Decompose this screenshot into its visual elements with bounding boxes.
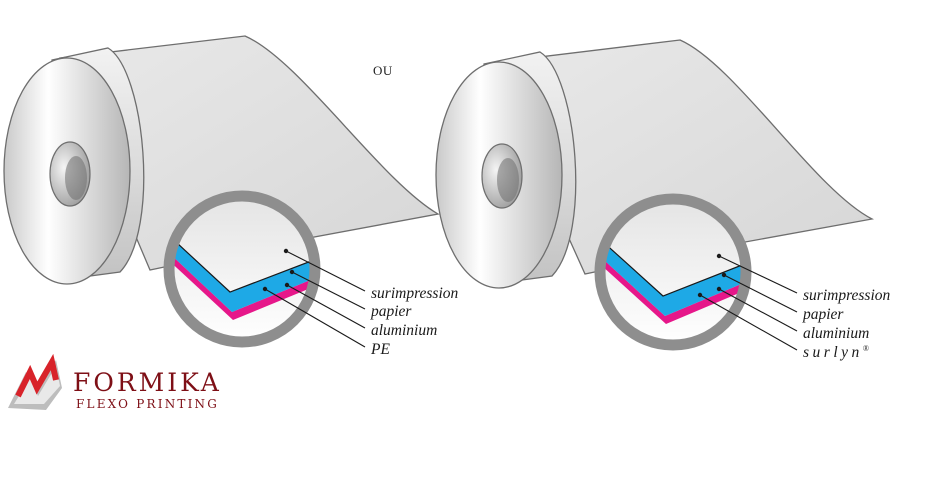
- right-lens-ring: [594, 193, 752, 351]
- right-sheet: [489, 39, 875, 275]
- left-magnifier: [163, 190, 366, 348]
- left-core-shadow: [65, 156, 87, 200]
- left-lens-ring: [163, 190, 321, 348]
- right-magnifier: [594, 193, 798, 351]
- right-label-surlyn: surlyn®: [803, 344, 869, 361]
- separator-text: OU: [373, 63, 393, 78]
- left-roll: [3, 35, 440, 285]
- left-label-aluminium: aluminium: [371, 322, 437, 339]
- left-leader-papier: [291, 271, 366, 310]
- right-core-shadow: [497, 158, 519, 202]
- logo-mark: [8, 353, 62, 410]
- right-label-surlyn-text: surlyn: [803, 344, 863, 361]
- left-lens-fill: [169, 196, 315, 342]
- left-leader-dots: [262, 248, 295, 292]
- trademark-symbol: ®: [863, 344, 869, 353]
- right-label-papier: papier: [802, 306, 844, 323]
- left-labels: surimpression papier aluminium PE: [370, 285, 459, 358]
- right-leaders: [699, 255, 798, 351]
- right-leader-dots: [697, 253, 727, 298]
- right-label-surimpression: surimpression: [803, 287, 891, 304]
- left-leaders: [264, 250, 366, 348]
- right-leader-surlyn: [699, 294, 798, 351]
- left-label-papier: papier: [370, 303, 412, 320]
- left-label-pe: PE: [370, 341, 390, 358]
- left-layer-pe: [169, 235, 315, 320]
- left-leader-aluminium: [286, 284, 366, 329]
- logo-m-stroke: [15, 353, 59, 398]
- logo-tagline: FLEXO PRINTING: [76, 397, 219, 411]
- left-label-surimpression: surimpression: [371, 285, 459, 302]
- right-lens-fill: [600, 199, 746, 345]
- right-roll: [435, 39, 875, 289]
- right-label-aluminium: aluminium: [803, 325, 869, 342]
- right-labels: surimpression papier aluminium surlyn®: [802, 287, 891, 361]
- right-leader-aluminium: [718, 288, 798, 332]
- formika-logo: FORMIKA FLEXO PRINTING: [8, 353, 222, 411]
- logo-name: FORMIKA: [73, 368, 222, 397]
- right-layer-aluminium: [600, 221, 746, 316]
- right-leader-papier: [723, 274, 798, 313]
- right-leader-surimpression: [718, 255, 798, 294]
- left-leader-surimpression: [285, 250, 366, 292]
- left-sheet: [59, 35, 440, 271]
- left-leader-pe: [264, 288, 366, 348]
